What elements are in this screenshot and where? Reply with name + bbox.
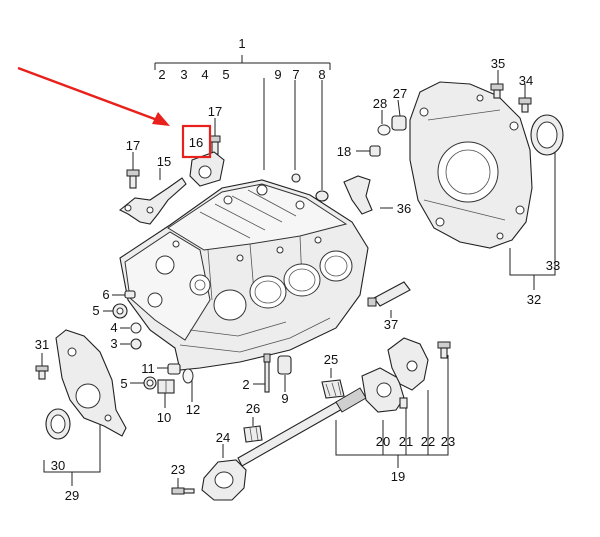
bolt-23a xyxy=(437,341,451,359)
callout-36: 36 xyxy=(397,201,411,216)
callout-7: 7 xyxy=(292,67,299,82)
callout-26: 26 xyxy=(246,401,260,416)
seal-5b xyxy=(143,376,157,390)
callout-22: 22 xyxy=(421,434,435,449)
callout-29: 29 xyxy=(65,488,79,503)
leader-lines xyxy=(41,55,556,488)
callout-5: 5 xyxy=(222,67,229,82)
callout-9: 9 xyxy=(274,67,281,82)
callout-12: 12 xyxy=(186,402,200,417)
callout-10: 10 xyxy=(157,410,171,425)
callout-5-left: 5 xyxy=(92,303,99,318)
cover-22 xyxy=(387,337,429,391)
front-cover-29 xyxy=(55,329,127,437)
callout-20: 20 xyxy=(376,434,390,449)
callout-31: 31 xyxy=(35,337,49,352)
callout-24: 24 xyxy=(216,430,230,445)
bolt-35 xyxy=(490,83,504,99)
tube-37 xyxy=(367,281,411,307)
callout-27: 27 xyxy=(393,86,407,101)
callout-32: 32 xyxy=(527,292,541,307)
pump-housing-20 xyxy=(361,367,405,413)
callout-4: 4 xyxy=(201,67,208,82)
callout-17-left: 17 xyxy=(126,138,140,153)
callout-21: 21 xyxy=(399,434,413,449)
callout-17-top: 17 xyxy=(208,104,222,119)
ring-12 xyxy=(182,368,194,384)
callout-5-lower: 5 xyxy=(120,376,127,391)
callout-1: 1 xyxy=(238,36,245,51)
highlight-box xyxy=(181,124,212,159)
callout-37: 37 xyxy=(384,317,398,332)
callout-23-lower: 23 xyxy=(171,462,185,477)
callout-8: 8 xyxy=(318,67,325,82)
callout-23-right: 23 xyxy=(441,434,455,449)
callout-35: 35 xyxy=(491,56,505,71)
sprocket-24 xyxy=(201,459,247,501)
plug-3 xyxy=(130,338,142,350)
plug-7 xyxy=(291,173,301,183)
rear-cover-32 xyxy=(409,81,533,249)
callout-28: 28 xyxy=(373,96,387,111)
ring-4 xyxy=(130,322,142,334)
cap-11 xyxy=(167,363,181,375)
seal-33 xyxy=(530,114,564,156)
callout-6: 6 xyxy=(102,287,109,302)
oring-28 xyxy=(377,124,391,136)
plug-8 xyxy=(315,190,329,202)
bearing-25 xyxy=(321,379,345,399)
callout-25: 25 xyxy=(324,352,338,367)
callout-15: 15 xyxy=(157,154,171,169)
bracket-36 xyxy=(343,175,373,215)
sleeve-27 xyxy=(391,115,407,131)
seal-30 xyxy=(45,408,71,440)
callout-labels: 1 2 3 4 5 9 7 8 17 16 17 15 28 27 35 34 … xyxy=(35,36,560,503)
engine-block xyxy=(119,179,369,371)
bolt-34 xyxy=(518,97,532,113)
bracket-16 xyxy=(189,151,225,187)
callout-3-left: 3 xyxy=(110,336,117,351)
callout-3: 3 xyxy=(180,67,187,82)
pointer-arrow xyxy=(17,66,170,126)
seal-5a xyxy=(112,303,128,319)
callout-9-lower: 9 xyxy=(281,391,288,406)
bolt-31 xyxy=(35,365,49,380)
bolt-17-top xyxy=(209,135,221,155)
callout-30: 30 xyxy=(51,458,65,473)
bolt-17-left xyxy=(126,169,140,189)
bolt-21 xyxy=(399,397,408,409)
bracket-15 xyxy=(118,177,187,225)
stud-2 xyxy=(263,353,271,393)
bearing-26 xyxy=(243,425,263,443)
bolt-23b xyxy=(171,487,195,495)
callout-2: 2 xyxy=(158,67,165,82)
plug-18 xyxy=(369,145,381,157)
callout-19: 19 xyxy=(391,469,405,484)
callout-33: 33 xyxy=(546,258,560,273)
callout-16: 16 xyxy=(189,135,203,150)
intermediate-shaft xyxy=(237,387,367,467)
block-10 xyxy=(157,379,175,394)
callout-34: 34 xyxy=(519,73,533,88)
callout-2-lower: 2 xyxy=(242,377,249,392)
callout-4-left: 4 xyxy=(110,320,117,335)
callout-11: 11 xyxy=(141,361,155,376)
callout-18: 18 xyxy=(337,144,351,159)
sleeve-9 xyxy=(277,355,292,375)
plug-6 xyxy=(124,290,136,299)
